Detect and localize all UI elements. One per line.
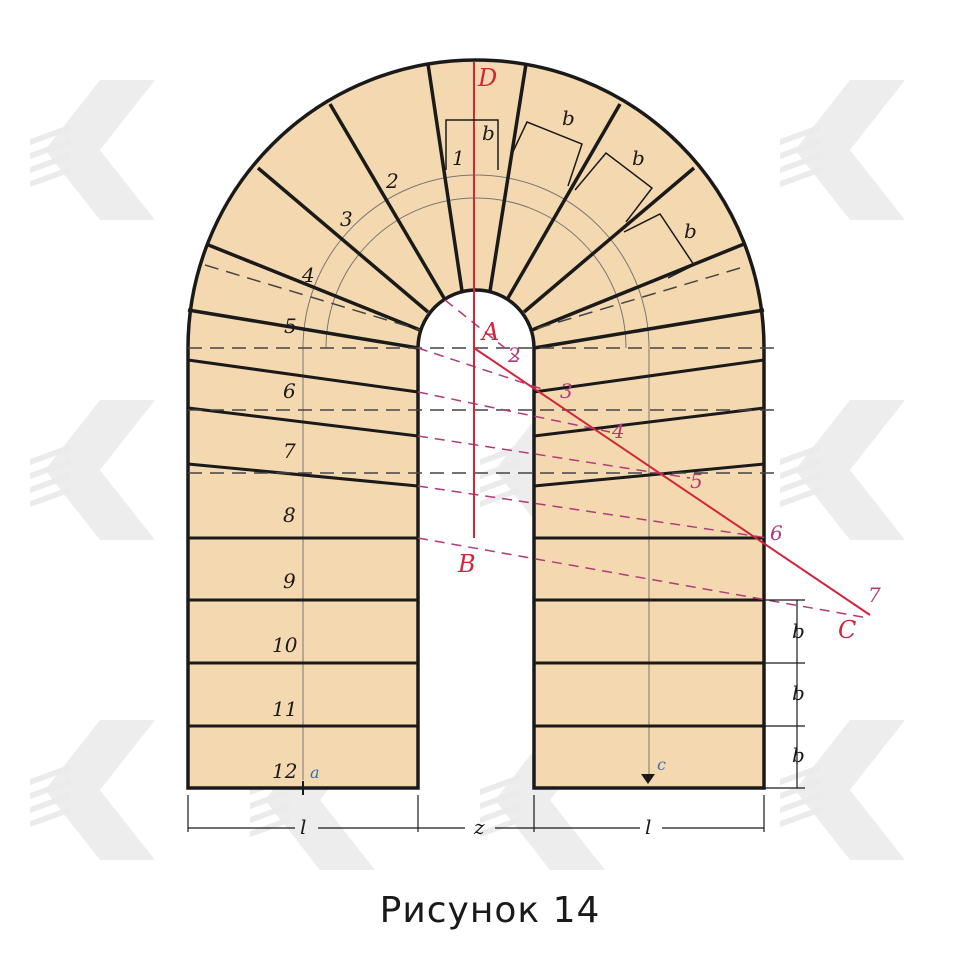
point-a-label: A [480, 318, 499, 346]
step-number-1: 1 [452, 146, 465, 170]
tread-width-label: b [632, 146, 645, 170]
winder-number-3: 3 [560, 379, 573, 403]
step-number-6: 6 [283, 379, 296, 403]
tread-dimension-brackets [445, 119, 696, 279]
point-c-label: C [838, 616, 856, 644]
stair-body [186, 58, 766, 790]
marker-a [296, 781, 310, 795]
step-number-9: 9 [283, 569, 296, 593]
watermark-logo-icon [30, 720, 155, 860]
walk-line-arc-mid [325, 197, 627, 349]
tread-width-label: b [482, 121, 495, 145]
winder-number-6: 6 [770, 521, 783, 545]
right-width-label: l [645, 815, 651, 839]
magenta-fan-lines [417, 299, 869, 619]
watermark-logo-icon [780, 400, 905, 540]
winder-line [488, 63, 528, 292]
left-width-label: l [300, 815, 306, 839]
step-number-3: 3 [340, 207, 353, 231]
winder-number-2: 2 [507, 343, 521, 367]
point-b-label: B [457, 550, 476, 578]
straight-flight-lines [187, 358, 765, 728]
red-construction-lines [473, 62, 871, 616]
bottom-dimension-line [187, 795, 765, 832]
winder-line [426, 63, 464, 292]
winder-radial-lines [187, 63, 765, 350]
step-number-11: 11 [272, 697, 297, 721]
step-number-2: 2 [385, 169, 399, 193]
watermark-logo-icon [780, 80, 905, 220]
marker-c-label: c [657, 755, 666, 774]
tread-width-label: b [792, 743, 805, 767]
tread-width-label: b [684, 219, 697, 243]
winder-line [328, 103, 446, 299]
watermark-logos [30, 80, 905, 870]
watermark-logo-icon [30, 400, 155, 540]
step-number-7: 7 [283, 439, 296, 463]
walk-line-arc-outer [302, 174, 650, 780]
tread-width-label: b [792, 619, 805, 643]
winder-line [506, 103, 622, 299]
point-d-label: D [477, 64, 497, 92]
winder-line [205, 242, 421, 332]
winder-line [533, 308, 765, 350]
winder-line [531, 242, 745, 332]
winder-line [256, 166, 430, 314]
winder-number-4: 4 [611, 419, 625, 443]
step-number-8: 8 [283, 503, 296, 527]
figure-caption: Рисунок 14 [379, 890, 601, 931]
step-number-10: 10 [272, 633, 298, 657]
winder-line [522, 166, 696, 314]
step-number-12: 12 [272, 759, 297, 783]
winder-number-5: 5 [690, 469, 703, 493]
right-vertical-dims [764, 599, 805, 789]
gap-label: z [473, 815, 485, 839]
marker-c-triangle [641, 774, 655, 784]
step-number-5: 5 [284, 314, 297, 338]
winder-line [187, 308, 419, 350]
horizontal-dashed-lines [188, 264, 780, 474]
marker-a-label: a [310, 763, 320, 782]
winder-number-7: 7 [868, 583, 881, 607]
tread-width-label: b [792, 681, 805, 705]
watermark-logo-icon [30, 80, 155, 220]
tread-width-label: b [562, 106, 575, 130]
watermark-logo-icon [780, 720, 905, 860]
step-number-4: 4 [301, 263, 315, 287]
